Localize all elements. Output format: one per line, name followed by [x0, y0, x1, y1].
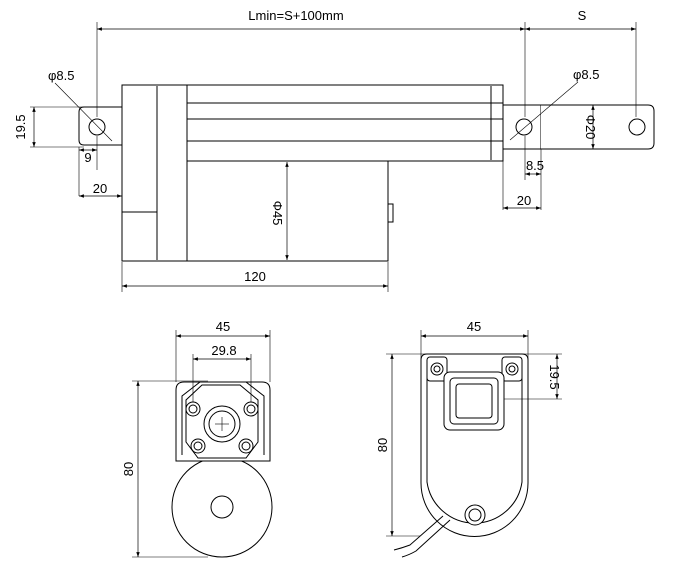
rear-width-label: 45	[467, 319, 481, 334]
front-eye-hole-retracted	[515, 118, 533, 136]
body-length-label: 120	[244, 269, 266, 284]
side-view: Lmin=S+100mm S φ8.5 φ8.5 19.5 9 20 Φ20 8…	[13, 8, 655, 292]
motor-body	[186, 160, 389, 262]
rear-lug-label: 19.5	[547, 364, 562, 389]
motor-dia-label: Φ45	[270, 201, 285, 226]
lug-height-label: 19.5	[13, 114, 28, 139]
front-view: 45 29.8 80	[121, 319, 273, 558]
rod-dia-label: Φ20	[583, 115, 598, 140]
front-eye-hole-extended	[628, 118, 646, 136]
lug-20-label: 20	[93, 181, 107, 196]
rear-lug-hole	[88, 118, 106, 136]
front-hole-spacing-label: 29.8	[211, 343, 236, 358]
rod-offset-label: 8.5	[526, 158, 544, 173]
length-min-label: Lmin=S+100mm	[248, 8, 343, 23]
motor-connector	[387, 203, 394, 223]
rear-view: 45 19.5 80	[375, 319, 562, 558]
left-hole-dia: φ8.5	[48, 68, 75, 83]
front-rod-eye	[541, 104, 655, 150]
front-width-label: 45	[216, 319, 230, 334]
cable	[393, 515, 451, 558]
right-hole-dia: φ8.5	[573, 67, 600, 82]
stroke-label: S	[578, 8, 587, 23]
rear-clevis-block	[443, 371, 505, 431]
outer-tube	[186, 84, 504, 162]
rod-20-label: 20	[517, 193, 531, 208]
front-height-label: 80	[121, 462, 136, 476]
rear-height-label: 80	[375, 438, 390, 452]
gearbox-housing	[121, 84, 188, 262]
lug-offset-label: 9	[84, 150, 91, 165]
